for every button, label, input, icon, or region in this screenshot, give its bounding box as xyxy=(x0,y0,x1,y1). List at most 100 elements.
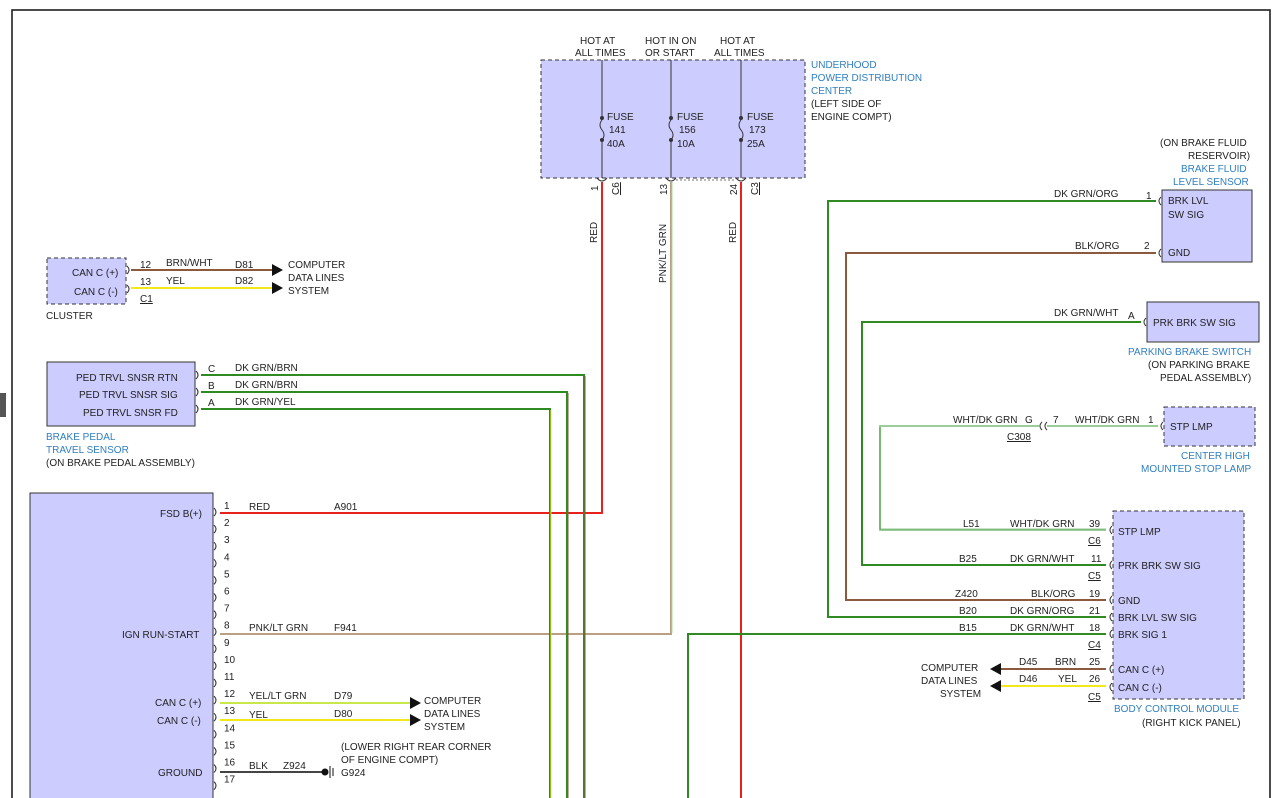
left-pin-number: 7 xyxy=(224,604,230,615)
pedal-pin-label-c: PED TRVL SNSR RTN xyxy=(76,373,178,384)
pedal-pin-b: B xyxy=(208,381,215,392)
parking-switch-name: PARKING BRAKE SWITCH xyxy=(1128,347,1251,358)
pdc-box xyxy=(540,59,806,179)
left-pin-number: 11 xyxy=(224,672,235,683)
bcm-color-26: YEL xyxy=(1058,674,1077,685)
cluster-dest-3: SYSTEM xyxy=(288,286,329,297)
wire-dk-grn-brn-b[interactable] xyxy=(201,391,568,798)
left-label-p1: FSD B(+) xyxy=(160,509,202,520)
bcm-dest-1: COMPUTER xyxy=(921,663,978,674)
left-pin-terminal xyxy=(213,627,217,637)
chmsl-box xyxy=(1163,406,1256,447)
wire-dk-grn-wht-b15[interactable] xyxy=(687,633,1106,798)
bcm-connector-c4: C4 xyxy=(1088,640,1101,651)
brake-fluid-pin1-label-1: BRK LVL xyxy=(1168,196,1209,207)
pdc-header-2b: OR START xyxy=(645,48,695,59)
chmsl-inline-connector: C308 xyxy=(1007,432,1031,443)
bcm-color-19: BLK/ORG xyxy=(1031,589,1076,600)
bcm-connector-c6: C6 xyxy=(1088,536,1101,547)
left-control-module[interactable]: FSD B(+) IGN RUN-START CAN C (+) CAN C (… xyxy=(29,492,214,798)
parking-switch-box xyxy=(1146,301,1260,343)
cluster-dest-2: DATA LINES xyxy=(288,273,345,284)
fuse-141-icon[interactable] xyxy=(599,116,605,142)
left-pin-number: 8 xyxy=(224,621,230,632)
ground-location-2: OF ENGINE COMPT) xyxy=(341,755,438,766)
cluster-color-1: BRN/WHT xyxy=(166,258,213,269)
bcm-dest-2: DATA LINES xyxy=(921,676,978,687)
chmsl-inline-pin-7: 7 xyxy=(1053,415,1059,426)
left-pin-terminal xyxy=(213,695,217,705)
left-label-p8: IGN RUN-START xyxy=(122,630,199,641)
chmsl-label: STP LMP xyxy=(1170,422,1213,433)
bcm-circuit-11: B25 xyxy=(959,554,977,565)
pdc-header-1a: HOT AT xyxy=(580,36,615,47)
pedal-pin-label-a: PED TRVL SNSR FD xyxy=(83,408,178,419)
parking-brake-switch[interactable]: PRK BRK SW SIG PARKING BRAKE SWITCH (ON … xyxy=(1128,301,1260,384)
left-pin-terminal xyxy=(213,558,217,568)
brake-pedal-travel-sensor[interactable]: PED TRVL SNSR RTN PED TRVL SNSR SIG PED … xyxy=(46,361,196,469)
pdc-name-2: POWER DISTRIBUTION xyxy=(811,73,922,84)
wire-dk-grn-org-b20[interactable] xyxy=(827,200,1156,618)
bcm-pin-11: 11 xyxy=(1091,554,1102,565)
cluster-box xyxy=(46,257,127,305)
wire-red-a901[interactable] xyxy=(220,182,603,514)
fuse-156-icon[interactable] xyxy=(668,116,674,142)
fuse-1-num: 141 xyxy=(609,125,626,136)
left-pin-terminal xyxy=(213,593,217,602)
arrow-right-icon xyxy=(272,264,283,276)
cluster-pin-label-2: CAN C (-) xyxy=(74,287,118,298)
pedal-pin-label-b: PED TRVL SNSR SIG xyxy=(79,390,178,401)
cluster-connector: C1 xyxy=(140,294,153,305)
ground-location-1: (LOWER RIGHT REAR CORNER xyxy=(341,742,491,753)
instrument-cluster[interactable]: CAN C (+) CAN C (-) CLUSTER xyxy=(46,257,127,322)
ground-name: G924 xyxy=(341,768,366,779)
pdc-name-1: UNDERHOOD xyxy=(811,60,877,71)
left-pin-terminal xyxy=(213,729,217,739)
brake-fluid-terminals xyxy=(1158,196,1162,258)
left-pin-number: 12 xyxy=(224,689,236,700)
wire-dk-grn-yel-a[interactable] xyxy=(201,408,551,798)
left-pin-terminal xyxy=(213,507,217,517)
pdc-header-3a: HOT AT xyxy=(720,36,755,47)
wire-dk-grn-brn-c[interactable] xyxy=(201,374,585,798)
diagram-border xyxy=(11,9,1271,798)
pdc-pin-terminals xyxy=(596,177,747,182)
scroll-tab[interactable] xyxy=(0,393,6,417)
left-pin-terminal xyxy=(213,781,217,790)
fuse-2-amp: 10A xyxy=(677,139,695,150)
wire-pnk-lt-grn-label: PNK/LT GRN xyxy=(658,224,669,283)
left-wire-p12-color: YEL/LT GRN xyxy=(249,691,306,702)
left-pin-number: 6 xyxy=(224,587,230,598)
fuse-173-icon[interactable] xyxy=(738,116,744,142)
wire-blk-org-z420[interactable] xyxy=(845,252,1156,601)
wire-pnk-lt-grn-f941[interactable] xyxy=(220,182,672,635)
brake-fluid-box xyxy=(1161,189,1253,263)
left-pin-terminal xyxy=(213,610,217,619)
pdc-header-3b: ALL TIMES xyxy=(714,48,765,59)
wire-dk-grn-wht-b25[interactable] xyxy=(861,321,1141,566)
parking-switch-location-2: PEDAL ASSEMBLY) xyxy=(1160,373,1251,384)
left-pin-number: 4 xyxy=(224,552,230,563)
chmsl-terminals xyxy=(1039,421,1164,431)
bcm-circuit-21: B20 xyxy=(959,606,977,617)
bcm-circuit-39: L51 xyxy=(963,519,980,530)
pedal-sensor-name-1: BRAKE PEDAL xyxy=(46,432,116,443)
wire-wht-dk-grn-l51[interactable] xyxy=(879,425,1106,531)
fuse-3-label: FUSE xyxy=(747,112,774,123)
body-control-module[interactable]: STP LMP PRK BRK SW SIG GND BRK LVL SW SI… xyxy=(1112,510,1245,729)
parking-switch-color: DK GRN/WHT xyxy=(1054,308,1118,319)
power-distribution-center[interactable]: HOT AT ALL TIMES HOT IN ON OR START HOT … xyxy=(540,36,922,195)
center-high-mounted-stop-lamp[interactable]: STP LMP CENTER HIGH MOUNTED STOP LAMP xyxy=(1141,406,1256,475)
bcm-name: BODY CONTROL MODULE xyxy=(1114,704,1239,715)
chmsl-inline-pin-g: G xyxy=(1025,415,1033,426)
parking-switch-pin: A xyxy=(1128,311,1135,322)
brake-fluid-level-sensor[interactable]: BRK LVL SW SIG GND (ON BRAKE FLUID RESER… xyxy=(1160,138,1253,263)
pdc-connector-c6: C6 xyxy=(611,182,622,195)
bcm-circuit-25: D45 xyxy=(1019,657,1038,668)
bcm-terminals xyxy=(1109,525,1113,692)
pdc-location-2: ENGINE COMPT) xyxy=(811,112,892,123)
brake-fluid-color-2: BLK/ORG xyxy=(1075,241,1120,252)
left-pin-number: 14 xyxy=(224,723,236,734)
